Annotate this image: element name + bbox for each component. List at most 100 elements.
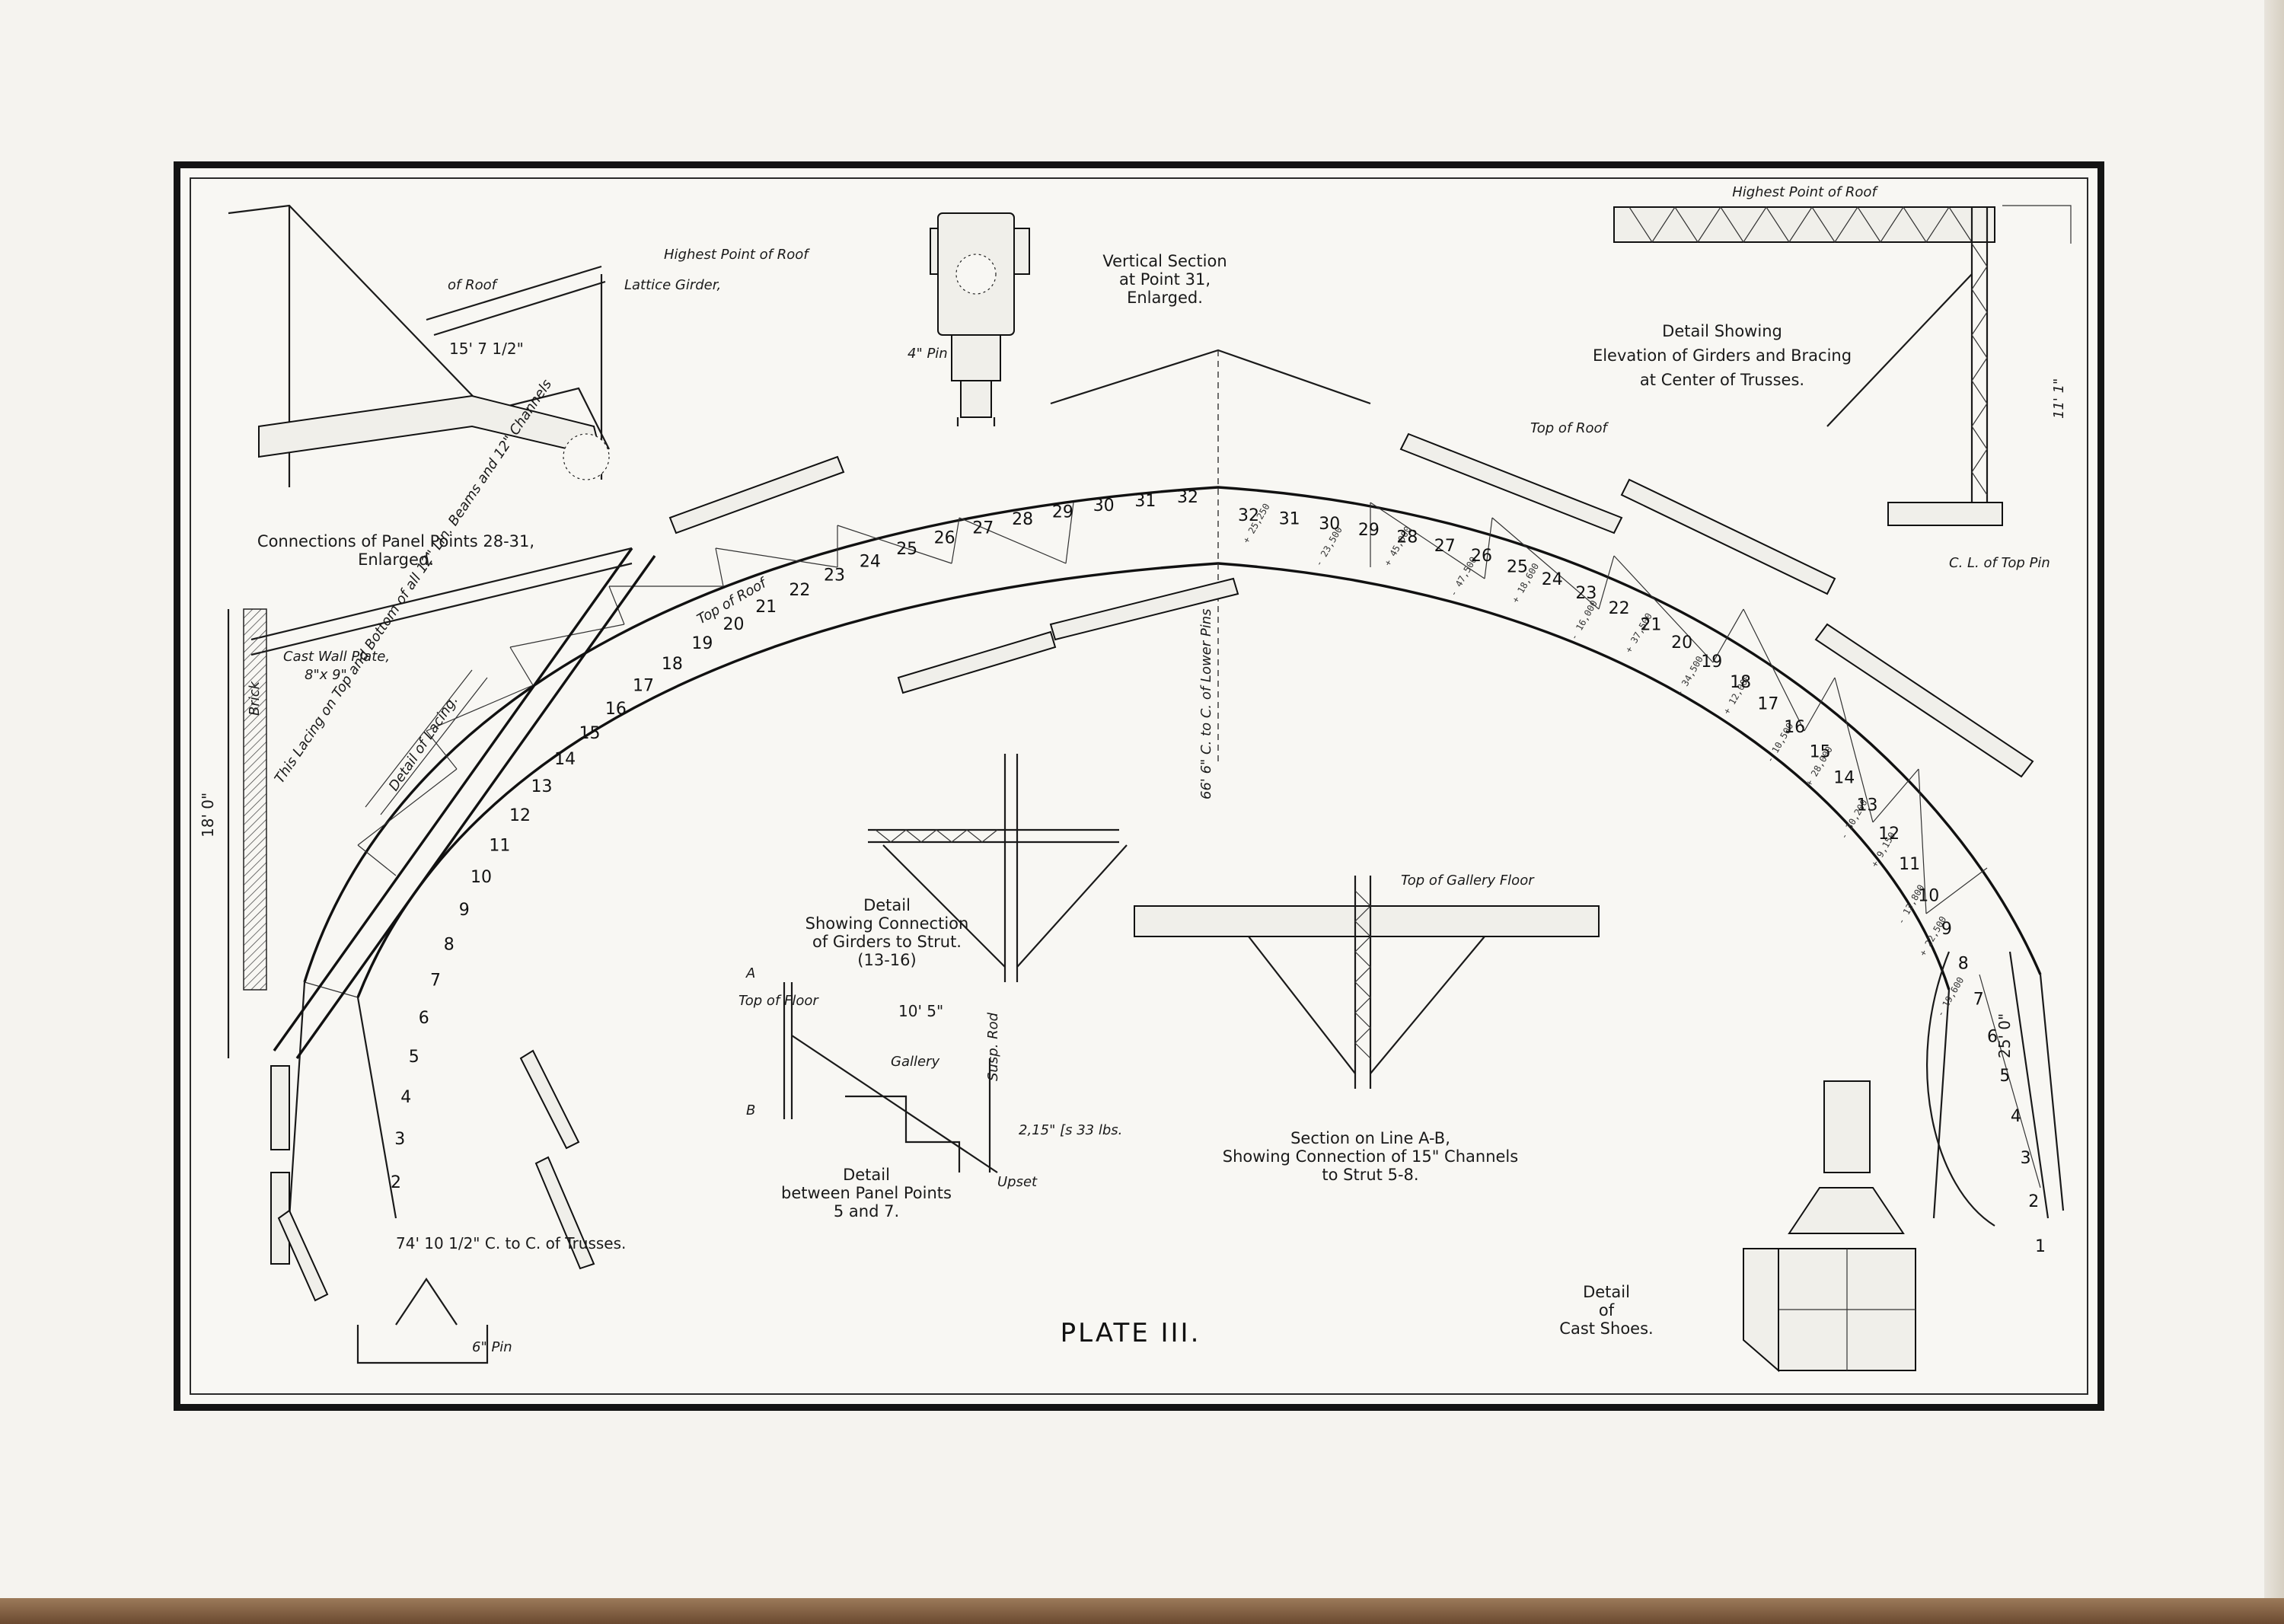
caption-detail-panel: Detail [843,1166,890,1184]
panel-point-number: 7 [430,972,441,991]
label-top-of-roof-right: Top of Roof [1530,420,1609,436]
right-support [1926,951,2050,1227]
panel-point-number: 15 [1810,742,1831,761]
caption-detail-panel-2: between Panel Points [781,1184,952,1202]
panel-point-number: 6 [1987,1028,1998,1047]
panel-point-number: 13 [531,777,553,796]
panel-point-number: 22 [1609,599,1630,618]
panel-point-number: 4 [2011,1107,2021,1126]
left-rafter [250,547,656,1059]
caption-detail-strut: Detail [863,896,911,914]
panel-point-number: 16 [605,700,627,719]
panel-point-number: 26 [934,528,955,547]
plate-title: PLATE III. [1061,1318,1201,1348]
panel-point-number: 13 [1857,796,1878,815]
caption-cast-shoes: Detail [1583,1283,1630,1301]
caption-section-ab: Section on Line A-B, [1290,1129,1450,1147]
panel-point-number: 5 [1999,1067,2010,1086]
label-of-roof: of Roof [448,277,499,293]
caption-connections: Connections of Panel Points 28-31, [257,532,534,550]
caption-connections-2: Enlarged. [358,550,434,569]
label-cast-wall-plate-size: 8"x 9" [305,667,347,683]
label-pin-4: 4" Pin [908,346,948,362]
panel-point-number: 23 [1575,584,1597,603]
panel-point-number: 32 [1177,488,1198,507]
panel-point-number: 9 [1941,920,1952,939]
panel-point-number: 25 [1507,558,1528,577]
label-brick: Brick [247,680,263,716]
panel-point-number: 23 [824,566,845,585]
panel-point-number: 24 [1542,570,1563,589]
panel-point-number: 15 [579,724,601,743]
panel-point-number: 12 [1878,825,1900,844]
caption-detail-strut-3: of Girders to Strut. [812,933,962,951]
panel-point-number: 1 [2035,1237,2046,1256]
panel-point-number: 10 [1918,886,1939,905]
panel-point-number: 20 [723,615,745,634]
connections-detail: Highest Point of Roof of Roof Lattice Gi… [228,204,810,569]
label-highest-point-left: Highest Point of Roof [664,247,810,263]
label-channels-15: 2,15" [s 33 lbs. [1019,1122,1122,1138]
label-lower-pins: 66' 6" C. to C. of Lower Pins [1198,608,1214,799]
panel-point-number: 14 [1833,768,1855,787]
caption-detail-girders-3: at Center of Trusses. [1640,371,1804,389]
label-height-11-1: 11' 1" [2051,378,2067,419]
panel-point-number: 20 [1671,633,1692,652]
label-span-15-7: 15' 7 1/2" [449,340,524,358]
caption-detail-girders: Detail Showing [1662,322,1782,340]
caption-cast-shoes-2: of [1599,1301,1615,1319]
label-B: B [746,1102,755,1118]
page-binding-edge [2264,0,2284,1624]
panel-point-number: 18 [662,655,683,674]
label-top-of-gallery-floor: Top of Gallery Floor [1401,873,1535,889]
panel-point-number: 5 [409,1048,419,1067]
panel-point-number: 30 [1319,515,1340,534]
panel-point-number: 3 [394,1130,405,1149]
panel-point-number: 10 [471,868,492,887]
panel-point-number: 31 [1279,510,1300,529]
caption-section-ab-3: to Strut 5-8. [1322,1166,1418,1184]
panel-point-number: 18 [1730,673,1751,692]
panel-point-number: 11 [489,836,510,855]
strut-detail: Detail Showing Connection of Girders to … [805,754,1128,982]
panel-point-number: 27 [1434,537,1456,556]
label-trusses: 74' 10 1/2" C. to C. of Trusses. [396,1234,626,1252]
stress-value: - 16,000 [1568,598,1600,642]
panel-point-number: 28 [1012,510,1033,529]
plate-frame [174,161,2104,1411]
panel-point-number: 7 [1973,991,1984,1010]
label-height-18: 18' 0" [199,793,217,838]
panel-point-number: 6 [419,1009,429,1028]
label-pin-6: 6" Pin [472,1339,512,1355]
label-susp-rod: Susp. Rod [985,1012,1001,1081]
page-bottom-edge [0,1598,2284,1624]
label-A: A [745,965,755,981]
vertical-section-detail: Vertical Section at Point 31, Enlarged. … [908,212,1227,426]
caption-detail-girders-2: Elevation of Girders and Bracing [1593,346,1852,365]
label-highest-point-right: Highest Point of Roof [1732,184,1878,200]
caption-detail-strut-4: (13-16) [857,951,916,969]
label-upset: Upset [997,1174,1038,1190]
panel-point-number: 24 [860,552,881,571]
gallery-detail: A B Top of Floor Gallery 10' 5" Susp. Ro… [738,965,1122,1220]
panel-point-number: 14 [554,750,576,769]
section-ab-detail: Top of Gallery Floor Section on Line A-B… [1134,873,1600,1184]
panel-point-number: 3 [2021,1149,2031,1168]
plate-inner-border [190,177,2088,1395]
panel-point-number: 17 [1757,695,1778,714]
panel-point-number: 19 [691,634,713,653]
panel-point-number: 30 [1093,496,1115,515]
caption-vertical-section-3: Enlarged. [1127,289,1203,307]
panel-point-number: 29 [1052,503,1073,522]
panel-point-number: 9 [459,901,470,920]
label-lattice-girder: Lattice Girder, [624,277,721,293]
arch-rafters: Top of Roof Top of Roof [668,420,2034,778]
panel-point-number: 28 [1396,528,1418,547]
panel-point-number: 11 [1899,855,1920,874]
panel-point-number: 17 [633,677,654,696]
label-gallery: Gallery [891,1054,939,1070]
label-span-10-5: 10' 5" [898,1002,943,1020]
panel-point-number: 19 [1701,652,1722,672]
